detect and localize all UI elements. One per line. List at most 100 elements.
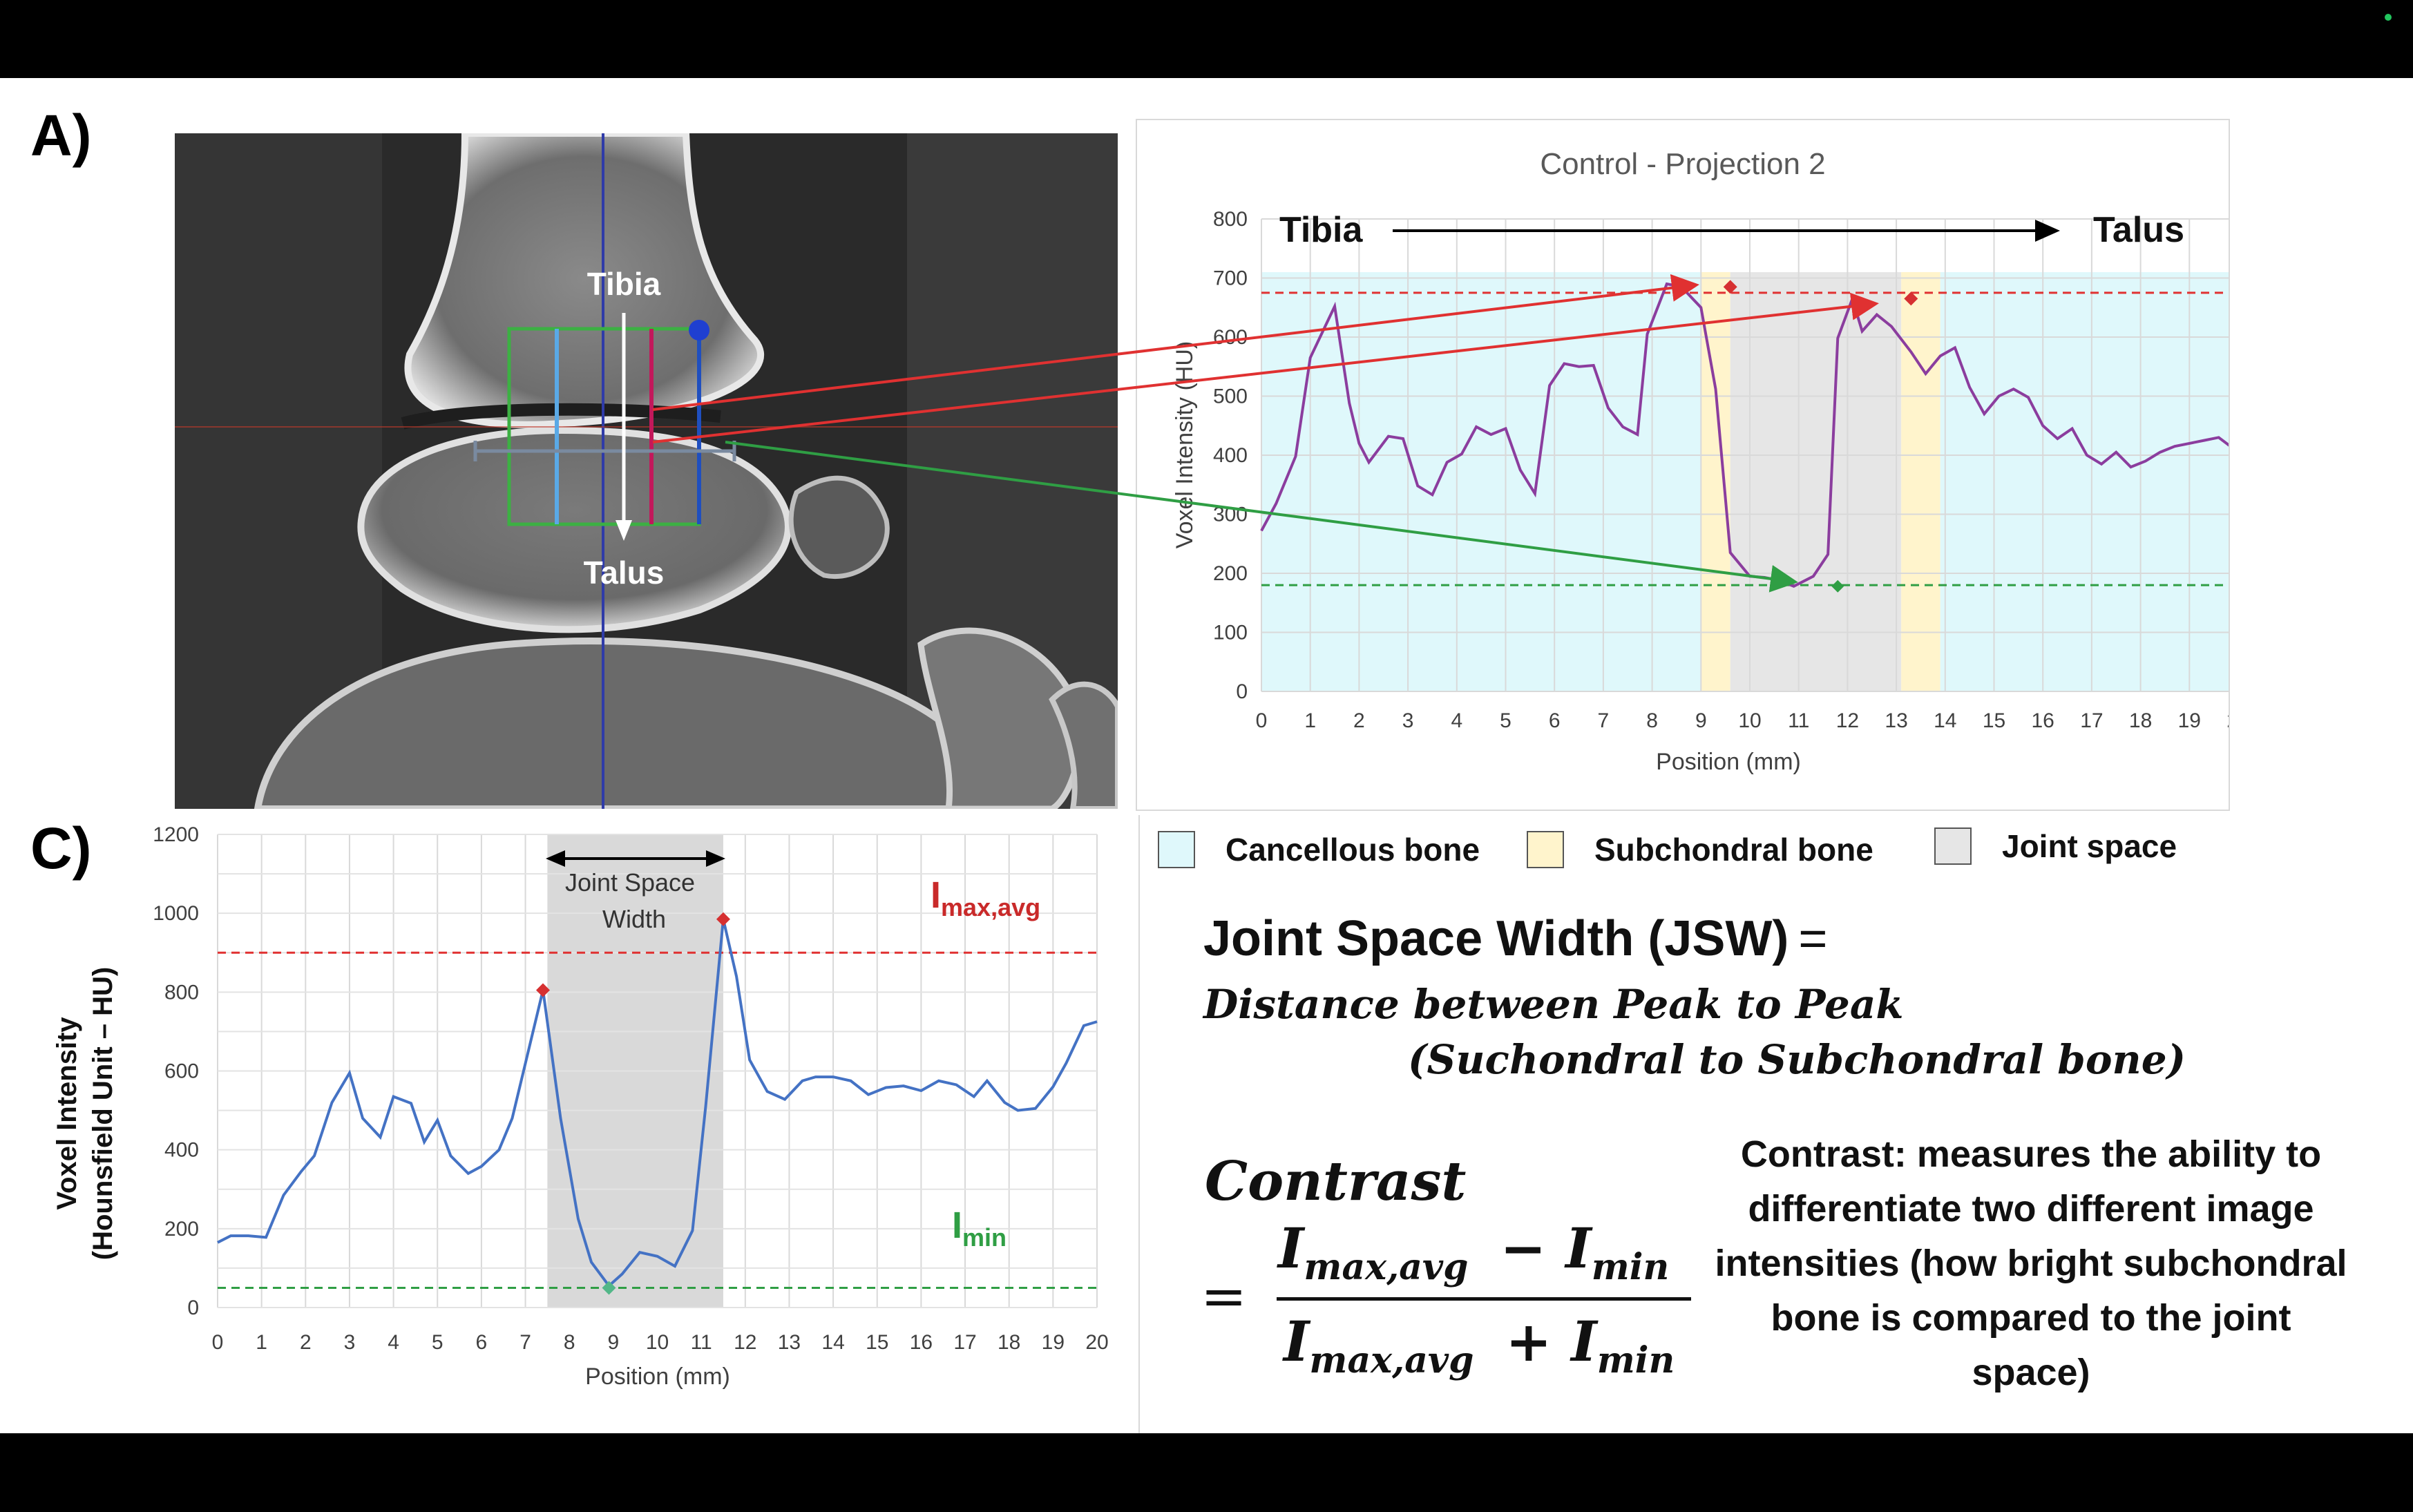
chart-b-region-cancellous	[1940, 271, 2229, 691]
chart-c-y-label-line1: Voxel Intensity	[52, 1017, 82, 1210]
chart-b-y-tick-label: 0	[1236, 680, 1248, 703]
chart-b-direction-arrowhead	[2035, 220, 2060, 242]
chart-b-x-label: Position (mm)	[1656, 749, 1801, 775]
chart-b-x-tick-label: 18	[2129, 709, 2152, 732]
chart-b-x-tick-label: 5	[1500, 709, 1511, 732]
chart-b-y-tick-label: 100	[1213, 622, 1248, 644]
chart-b-x-tick-label: 6	[1549, 709, 1561, 732]
chart-b-region-cancellous	[1261, 271, 1701, 691]
chart-b-x-tick-label: 17	[2080, 709, 2103, 732]
chart-b-x-tick-label: 0	[1256, 709, 1268, 732]
chart-b-x-tick-label: 10	[1738, 709, 1761, 732]
chart-b-x-tick-label: 4	[1451, 709, 1462, 732]
chart-b-x-tick-label: 7	[1598, 709, 1610, 732]
chart-c-x-tick-label: 17	[953, 1331, 976, 1354]
vertical-separator	[1138, 815, 1140, 1433]
legend-swatch-joint-space	[1934, 827, 1972, 865]
legend-item-subchondral: Subchondral bone	[1527, 831, 1873, 868]
ct-label-talus: Talus	[584, 555, 665, 591]
contrast-description: Contrast: measures the ability to differ…	[1715, 1133, 2347, 1393]
chart-c-x-tick-label: 9	[608, 1331, 620, 1354]
contrast-denominator: Imax,avg + Imin	[1284, 1309, 1675, 1381]
chart-c-y-tick-label: 0	[187, 1296, 199, 1319]
chart-b-x-tick-label: 20	[2226, 709, 2229, 732]
chart-c-x-tick-label: 1	[256, 1331, 267, 1354]
chart-c-x-tick-label: 3	[344, 1331, 356, 1354]
chart-c-y-tick-label: 200	[164, 1218, 199, 1241]
chart-b-x-tick-label: 14	[1934, 709, 1956, 732]
chart-c-x-tick-label: 12	[734, 1331, 756, 1354]
legend-item-cancellous: Cancellous bone	[1158, 831, 1480, 868]
chart-b-x-tick-label: 16	[2032, 709, 2054, 732]
chart-c-y-label-line2: (Hounsfield Unit – HU)	[88, 967, 118, 1260]
chart-c-x-tick-label: 18	[998, 1331, 1020, 1354]
chart-b: 0123456789101112131415161718192001002003…	[1172, 147, 2229, 775]
chart-c-joint-label-line1: Joint Space	[565, 868, 695, 897]
chart-c-x-tick-label: 4	[388, 1331, 399, 1354]
chart-b-y-tick-label: 300	[1213, 504, 1248, 526]
contrast-equals: =	[1201, 1264, 1248, 1328]
chart-b-x-tick-label: 9	[1695, 709, 1707, 732]
chart-c-series-line	[217, 919, 1098, 1288]
chart-c-x-tick-label: 0	[212, 1331, 224, 1354]
chart-c-peak-marker	[716, 912, 730, 926]
chart-b-arrow-right-label: Talus	[2093, 210, 2184, 250]
chart-b-x-tick-label: 15	[1983, 709, 2005, 732]
legend-swatch-cancellous	[1158, 831, 1195, 868]
chart-b-peak-marker	[1904, 291, 1918, 306]
bottom-black-bar	[0, 1433, 2413, 1512]
ct-label-tibia: Tibia	[587, 266, 661, 302]
chart-c-x-tick-label: 2	[300, 1331, 312, 1354]
chart-b-x-tick-label: 19	[2178, 709, 2201, 732]
chart-b-y-tick-label: 800	[1213, 208, 1248, 231]
chart-c-imax-label: Imax,avg	[931, 874, 1040, 921]
legend-swatch-subchondral	[1527, 831, 1564, 868]
chart-c-x-tick-label: 14	[821, 1331, 844, 1354]
chart-b-x-tick-label: 3	[1402, 709, 1414, 732]
chart-c-x-label: Position (mm)	[585, 1363, 730, 1390]
panel-label-a: A)	[30, 103, 92, 168]
jsw-title: Joint Space Width (JSW)=	[1203, 911, 1828, 966]
jsw-line1: Distance between Peak to Peak	[1203, 981, 1904, 1028]
legend-label-cancellous: Cancellous bone	[1225, 832, 1480, 868]
chart-b-y-tick-label: 500	[1213, 385, 1248, 408]
legend-label-subchondral: Subchondral bone	[1594, 832, 1873, 868]
chart-b-y-tick-label: 600	[1213, 326, 1248, 349]
chart-b-region-joint	[1730, 271, 1902, 691]
chart-c-x-tick-label: 5	[432, 1331, 444, 1354]
chart-b-arrow-left-label: Tibia	[1279, 210, 1363, 250]
chart-b-min-marker	[1831, 580, 1844, 593]
chart-c-x-tick-label: 15	[866, 1331, 888, 1354]
chart-b-x-tick-label: 2	[1353, 709, 1365, 732]
chart-c-x-tick-label: 16	[910, 1331, 933, 1354]
chart-c-x-tick-label: 20	[1085, 1331, 1108, 1354]
status-dot	[2385, 14, 2392, 21]
contrast-fraction-bar	[1277, 1297, 1691, 1301]
chart-c-x-tick-label: 11	[691, 1331, 712, 1354]
jsw-line2: (Suchondral to Subchondral bone)	[1408, 1036, 2186, 1083]
chart-c-x-tick-label: 19	[1042, 1331, 1065, 1354]
chart-c-joint-label-line2: Width	[602, 905, 666, 933]
chart-b-y-tick-label: 700	[1213, 267, 1248, 290]
chart-c-min-marker	[602, 1281, 616, 1295]
chart-b-x-tick-label: 13	[1885, 709, 1907, 732]
chart-c-peak-marker	[536, 983, 551, 997]
chart-c-joint-width-arrowhead-left	[546, 850, 565, 867]
ct-image: Tibia Talus	[175, 133, 1118, 809]
chart-c-x-tick-label: 10	[646, 1331, 669, 1354]
chart-b-x-tick-label: 11	[1788, 709, 1809, 732]
chart-c-x-tick-label: 13	[778, 1331, 801, 1354]
chart-c-y-tick-label: 400	[164, 1139, 199, 1162]
contrast-word: Contrast	[1205, 1150, 1467, 1213]
chart-c-x-tick-label: 6	[476, 1331, 488, 1354]
chart-c-y-tick-label: 800	[164, 981, 199, 1004]
chart-c-y-tick-label: 1200	[153, 823, 199, 846]
top-black-bar	[0, 0, 2413, 78]
chart-c-y-tick-label: 1000	[153, 902, 199, 925]
chart-b-title: Control - Projection 2	[1540, 147, 1825, 181]
chart-b-peak-marker	[1723, 280, 1737, 294]
legend-label-joint-space: Joint space	[2002, 828, 2177, 864]
chart-b-x-tick-label: 8	[1646, 709, 1658, 732]
chart-b-y-tick-label: 400	[1213, 444, 1248, 467]
